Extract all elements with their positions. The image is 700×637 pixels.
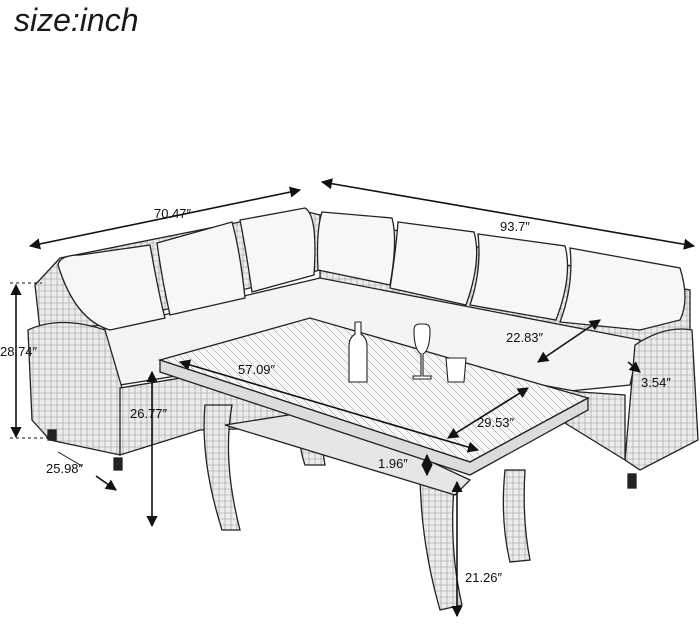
dim-label-25-98: 25.98″ bbox=[46, 461, 84, 476]
back-cushion bbox=[559, 247, 686, 331]
size-unit-title: size:inch bbox=[14, 2, 139, 38]
sofa-foot bbox=[47, 429, 57, 441]
dim-label-28-74: 28.74″ bbox=[0, 344, 38, 359]
wine-glass-icon bbox=[412, 323, 432, 380]
table-top-edge bbox=[159, 359, 589, 476]
dim-label-70-47: 70.47″ bbox=[154, 206, 192, 221]
dimension-lines bbox=[10, 178, 696, 618]
dim-label-26-77: 26.77″ bbox=[130, 406, 168, 421]
back-cushion bbox=[469, 233, 569, 321]
left-armrest bbox=[27, 321, 123, 456]
dim-label-21-26: 21.26″ bbox=[465, 570, 503, 585]
dim-label-57-09: 57.09″ bbox=[238, 362, 276, 377]
dim-label-22-83: 22.83″ bbox=[506, 330, 544, 345]
back-cushion bbox=[57, 244, 166, 331]
dim-label-3-54: 3.54″ bbox=[641, 375, 671, 390]
table-leg bbox=[502, 469, 531, 563]
right-armrest bbox=[624, 328, 699, 471]
dim-label-93-7: 93.7″ bbox=[500, 219, 530, 234]
dim-label-29-53: 29.53″ bbox=[477, 415, 515, 430]
sofa-foot bbox=[113, 457, 123, 471]
back-cushion bbox=[239, 207, 316, 293]
dim-label-1-96: 1.96″ bbox=[378, 456, 408, 471]
tumbler-icon bbox=[445, 357, 467, 383]
sofa-foot bbox=[627, 473, 637, 489]
